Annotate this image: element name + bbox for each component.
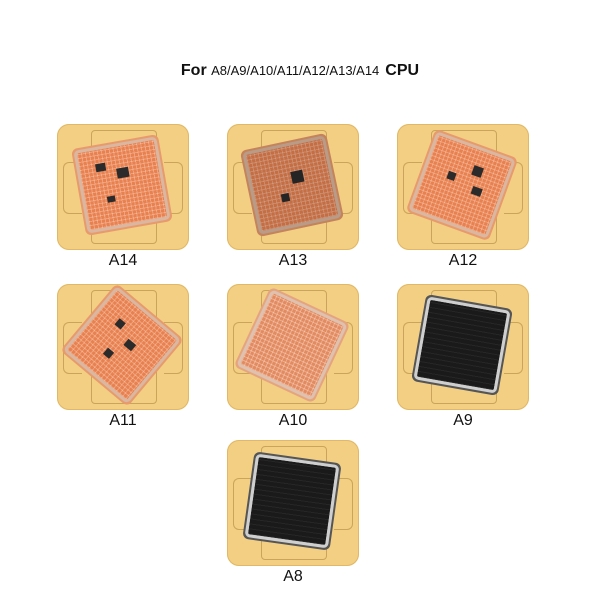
chip-tile	[227, 284, 359, 410]
title-prefix: For	[180, 62, 212, 79]
chip-tile	[397, 284, 529, 410]
title-models: A8/A9/A10/A11/A12/A13/A14	[211, 63, 380, 78]
chip-image	[245, 138, 339, 232]
chip-tile	[57, 124, 189, 250]
chip-label: A13	[278, 252, 308, 269]
chip-card-a10: A10	[227, 284, 359, 429]
chip-card-a9: A9	[397, 284, 529, 429]
chip-image	[416, 299, 508, 391]
chip-image	[240, 293, 344, 397]
title-suffix: CPU	[385, 62, 420, 79]
page-title: For A8/A9/A10/A11/A12/A13/A14 CPU	[0, 62, 600, 80]
chip-card-a14: A14	[57, 124, 189, 269]
chip-image	[67, 290, 177, 400]
chip-label: A14	[108, 252, 138, 269]
chip-tile	[397, 124, 529, 250]
chip-image	[247, 456, 337, 546]
chip-label: A8	[283, 568, 303, 585]
chip-label: A11	[109, 412, 137, 429]
chip-label: A12	[448, 252, 478, 269]
chip-label: A10	[278, 412, 308, 429]
chip-card-a8: A8	[227, 440, 359, 585]
chip-tile	[227, 124, 359, 250]
chip-card-a12: A12	[397, 124, 529, 269]
chip-tile	[227, 440, 359, 566]
chip-card-a11: A11	[57, 284, 189, 429]
chip-label: A9	[453, 412, 473, 429]
chip-card-a13: A13	[227, 124, 359, 269]
chip-tile	[57, 284, 189, 410]
chip-image	[76, 139, 168, 231]
